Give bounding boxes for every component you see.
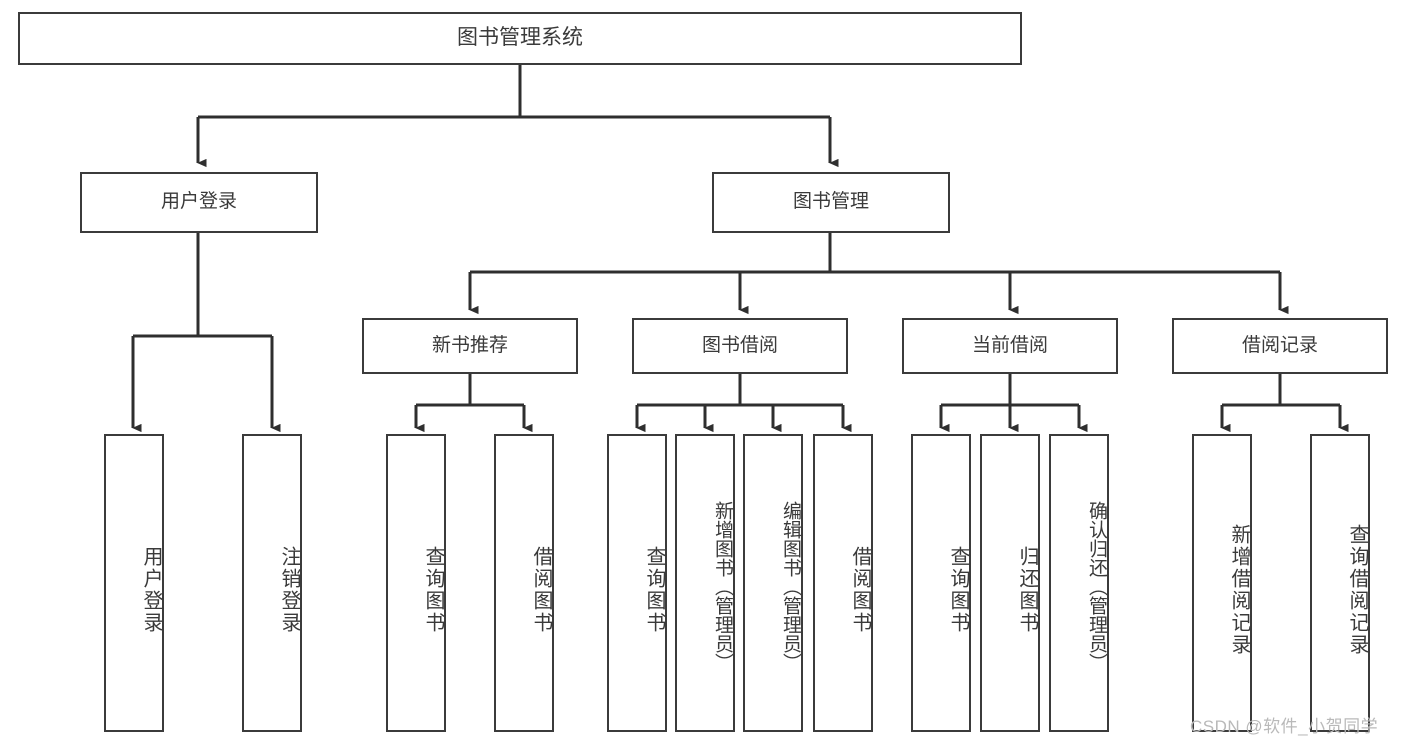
leaf-query-book-borrow[interactable]: 查询图书: [607, 434, 667, 732]
leaf-add-book-admin[interactable]: 新增图书（管理员）: [675, 434, 735, 732]
node-root-system[interactable]: 图书管理系统: [18, 12, 1022, 65]
leaf-query-borrow-record[interactable]: 查询借阅记录: [1310, 434, 1370, 732]
leaf-return-book[interactable]: 归还图书: [980, 434, 1040, 732]
node-book-management[interactable]: 图书管理: [712, 172, 950, 233]
node-book-borrow[interactable]: 图书借阅: [632, 318, 848, 374]
leaf-borrow-book-recommend[interactable]: 借阅图书: [494, 434, 554, 732]
leaf-add-borrow-record[interactable]: 新增借阅记录: [1192, 434, 1252, 732]
node-new-book-recommend[interactable]: 新书推荐: [362, 318, 578, 374]
csdn-watermark: CSDN @软件_小贺同学: [1190, 717, 1379, 736]
node-user-login[interactable]: 用户登录: [80, 172, 318, 233]
leaf-edit-book-admin[interactable]: 编辑图书（管理员）: [743, 434, 803, 732]
node-borrow-record[interactable]: 借阅记录: [1172, 318, 1388, 374]
leaf-user-login[interactable]: 用户登录: [104, 434, 164, 732]
node-current-borrow[interactable]: 当前借阅: [902, 318, 1118, 374]
leaf-confirm-return-admin[interactable]: 确认归还（管理员）: [1049, 434, 1109, 732]
leaf-query-book-current[interactable]: 查询图书: [911, 434, 971, 732]
leaf-logout[interactable]: 注销登录: [242, 434, 302, 732]
leaf-query-book-recommend[interactable]: 查询图书: [386, 434, 446, 732]
leaf-borrow-book[interactable]: 借阅图书: [813, 434, 873, 732]
